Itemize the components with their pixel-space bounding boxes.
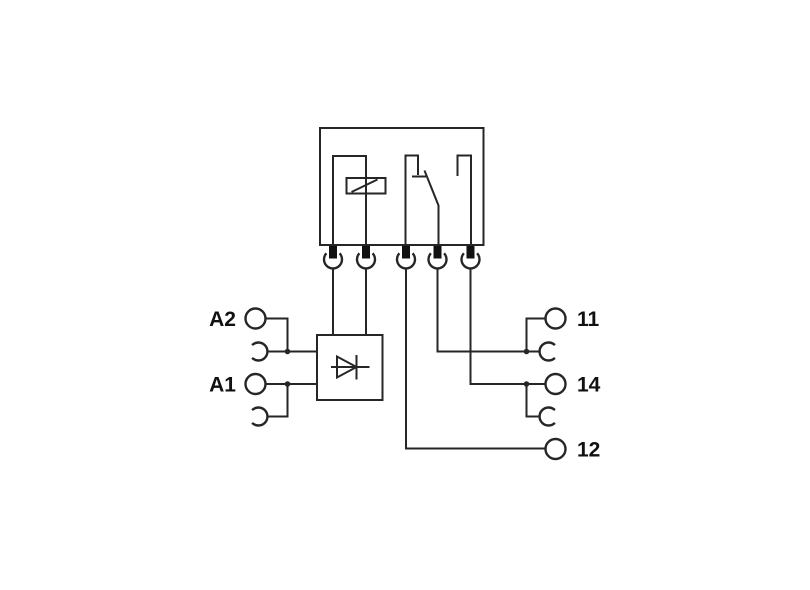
terminal-circle-icon: [544, 307, 567, 330]
plug-connectors: [322, 246, 481, 270]
diode-triangle: [336, 354, 359, 380]
plug-pin-icon: [433, 246, 442, 259]
coil-wire: [332, 155, 367, 245]
terminal-14: 14: [538, 372, 601, 427]
socket-arc-icon: [460, 252, 481, 270]
wire-to-12: [405, 268, 546, 450]
junction-dot: [284, 381, 291, 387]
terminal-circle-icon: [244, 372, 267, 396]
wire-14-branch: [525, 384, 540, 418]
plug-pin-icon: [466, 246, 475, 259]
socket-arc-icon: [427, 252, 448, 270]
junction-dot: [523, 381, 530, 387]
a1-socket-wire: [267, 384, 289, 418]
terminal-label-a1: A1: [209, 374, 236, 397]
terminal-a2: A2: [209, 307, 317, 362]
terminal-12: 12: [544, 437, 600, 462]
junction-dot: [284, 348, 291, 355]
terminal-label-12: 12: [577, 439, 600, 462]
wire-to-11: [436, 268, 540, 353]
terminal-circle-icon: [244, 307, 267, 330]
plug-connector-1: [322, 246, 344, 270]
relay-coil-icon: [345, 177, 387, 195]
input-module: [316, 334, 384, 401]
relay-coil-branch: [332, 155, 387, 245]
terminal-11: 11: [538, 307, 600, 362]
relay-housing-outline: [319, 127, 485, 246]
plug-pin-icon: [362, 246, 370, 259]
terminal-label-14: 14: [577, 374, 601, 397]
socket-arc-icon: [251, 406, 269, 427]
nc-contact: [404, 154, 419, 245]
diode-icon: [331, 354, 370, 380]
plug-connector-2: [355, 246, 377, 270]
junction-dots: [284, 348, 530, 387]
terminal-a1: A1: [209, 372, 317, 427]
plug-connector-3: [395, 246, 417, 270]
socket-arc-icon: [538, 406, 556, 427]
junction-dot: [523, 348, 530, 355]
socket-arc-icon: [395, 252, 417, 270]
plug-connector-5: [460, 246, 481, 270]
socket-arc-icon: [251, 341, 269, 362]
plug-connector-4: [427, 246, 448, 270]
diode-box: [316, 334, 384, 401]
changeover-contact-icon: [404, 154, 472, 245]
a2-circle-wire: [265, 317, 289, 352]
socket-arc-icon: [322, 252, 344, 270]
terminal-circle-icon: [544, 372, 567, 396]
wire-to-14: [469, 268, 546, 385]
coil-diagonal: [351, 178, 378, 193]
socket-arc-icon: [355, 252, 377, 270]
plug-pin-icon: [329, 246, 337, 259]
terminal-circle-icon: [544, 437, 567, 461]
terminal-label-a2: A2: [209, 308, 236, 331]
contact-arm: [423, 170, 440, 245]
connector-wires: [332, 268, 546, 450]
socket-arc-icon: [538, 341, 556, 362]
plug-pin-icon: [402, 246, 410, 259]
wire-11-branch: [525, 317, 546, 352]
terminal-label-11: 11: [577, 308, 600, 331]
no-contact: [456, 154, 472, 245]
